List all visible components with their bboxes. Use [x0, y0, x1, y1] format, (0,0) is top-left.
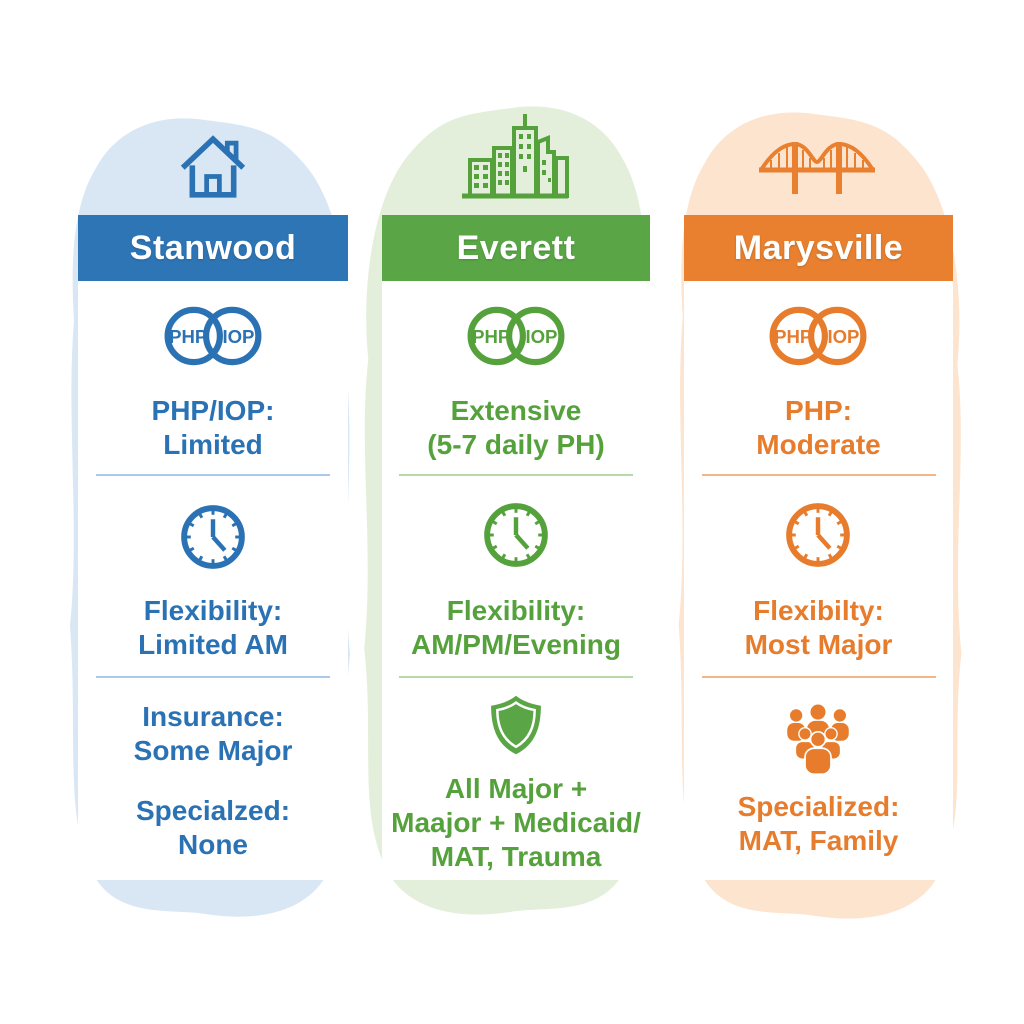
- php-iop-venn-icon: PHP IOP: [164, 306, 262, 366]
- everett-header-label: Everett: [456, 228, 576, 267]
- city-buildings-icon: [462, 114, 569, 199]
- text-line: MAT, Family: [738, 825, 899, 856]
- clock-icon: [484, 503, 548, 567]
- venn-left-label: PHP: [774, 326, 812, 347]
- text-line: Insurance:: [142, 701, 284, 732]
- shield-icon: [491, 695, 541, 755]
- section-divider: [399, 676, 633, 678]
- php-iop-venn-icon: PHP IOP: [769, 306, 867, 366]
- marysville-header-label: Marysville: [733, 228, 904, 267]
- marysville-specialized-text: Specialized: MAT, Family: [684, 790, 953, 858]
- everett-php-iop-text: Extensive (5-7 daily PH): [382, 394, 650, 462]
- stanwood-specialized-text: Specialzed: None: [78, 794, 348, 862]
- everett-card: [382, 281, 650, 880]
- text-line: Flexibility:: [446, 595, 586, 626]
- marysville-php-text: PHP: Moderate: [684, 394, 953, 462]
- everett-header: Everett: [382, 215, 650, 281]
- text-line: Flexibility:: [143, 595, 283, 626]
- section-divider: [96, 676, 330, 678]
- stanwood-header-label: Stanwood: [129, 228, 297, 267]
- bridge-icon: [759, 142, 875, 194]
- stanwood-flexibility-text: Flexibility: Limited AM: [78, 594, 348, 662]
- marysville-card: [684, 281, 953, 880]
- text-line: MAT, Trauma: [430, 841, 602, 872]
- text-line: None: [178, 829, 248, 860]
- text-line: All Major +: [444, 773, 588, 804]
- stanwood-php-iop-text: PHP/IOP: Limited: [78, 394, 348, 462]
- marysville-header: Marysville: [684, 215, 953, 281]
- people-group-icon: [787, 704, 849, 776]
- section-divider: [702, 676, 936, 678]
- venn-right-label: IOP: [222, 326, 254, 347]
- text-line: Maajor + Medicaid/: [391, 807, 641, 838]
- text-line: Moderate: [756, 429, 881, 460]
- house-icon: [180, 135, 246, 198]
- text-line: Most Major: [744, 629, 893, 660]
- text-line: Limited AM: [138, 629, 288, 660]
- section-divider: [96, 474, 330, 476]
- text-line: Some Major: [133, 735, 293, 766]
- text-line: PHP:: [785, 395, 852, 426]
- text-line: Extensive: [450, 395, 582, 426]
- venn-right-label: IOP: [525, 326, 557, 347]
- venn-right-label: IOP: [827, 326, 859, 347]
- text-line: (5-7 daily PH): [427, 429, 605, 460]
- php-iop-venn-icon: PHP IOP: [467, 306, 565, 366]
- venn-left-label: PHP: [472, 326, 510, 347]
- text-line: Flexibilty:: [753, 595, 884, 626]
- text-line: Limited: [163, 429, 263, 460]
- everett-insurance-text: All Major + Maajor + Medicaid/ MAT, Trau…: [376, 772, 656, 874]
- clock-icon: [786, 503, 850, 567]
- stanwood-insurance-text: Insurance: Some Major: [78, 700, 348, 768]
- clock-icon: [181, 505, 245, 569]
- section-divider: [399, 474, 633, 476]
- stanwood-card: [78, 281, 348, 880]
- everett-flexibility-text: Flexibility: AM/PM/Evening: [382, 594, 650, 662]
- section-divider: [702, 474, 936, 476]
- stanwood-header: Stanwood: [78, 215, 348, 281]
- text-line: PHP/IOP:: [151, 395, 275, 426]
- venn-left-label: PHP: [169, 326, 207, 347]
- text-line: Specialized:: [737, 791, 900, 822]
- text-line: AM/PM/Evening: [410, 629, 621, 660]
- marysville-flexibility-text: Flexibilty: Most Major: [684, 594, 953, 662]
- text-line: Specialzed:: [135, 795, 291, 826]
